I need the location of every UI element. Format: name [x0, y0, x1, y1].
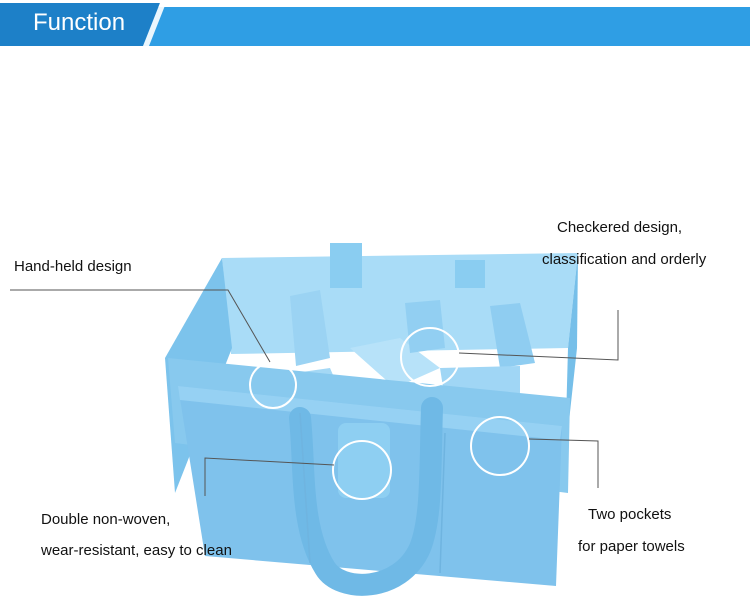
callout-handheld-label: Hand-held design [14, 258, 132, 275]
callout-nonwoven-line1: Double non-woven, [41, 511, 171, 528]
callout-pockets-line1: Two pockets [588, 506, 672, 523]
callout-pockets-line2: for paper towels [578, 538, 685, 555]
banner-shape [0, 3, 750, 46]
blue-nonwoven-organizer-bag-icon [10, 243, 619, 596]
section-title: Function [33, 9, 126, 36]
section-header-banner: Function [0, 0, 750, 48]
callout-checkered-line2: classification and orderly [542, 251, 707, 268]
callout-nonwoven-line2: wear-resistant, easy to clean [41, 542, 232, 559]
callout-checkered-line1: Checkered design, [557, 219, 683, 236]
